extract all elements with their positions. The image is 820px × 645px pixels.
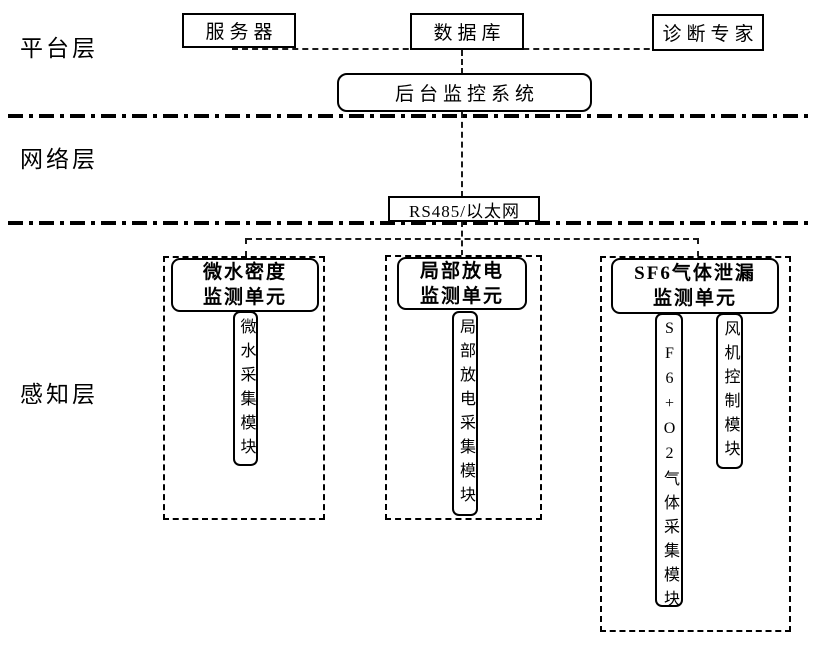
layer-label-platform: 平台层 (20, 36, 98, 61)
monitor-system-box: 后台监控系统 (337, 73, 592, 112)
unit-header-partial-discharge: 局部放电 监测单元 (397, 257, 527, 310)
unit-box-sf6-leak (600, 256, 791, 632)
module-partial-discharge-collect: 局部放电采集模块 (452, 311, 478, 516)
unit-header-partial-discharge-line1: 局部放电 (419, 260, 504, 282)
unit-header-partial-discharge-line2: 监测单元 (419, 285, 504, 307)
unit-header-microwater-line2: 监测单元 (202, 287, 287, 308)
layer-label-perception: 感知层 (20, 382, 98, 407)
module-sf6-o2-gas-collect-label: SF6+O2气体采集模块 (661, 320, 678, 614)
separator-platform-network (8, 114, 812, 118)
database-box: 数据库 (410, 13, 524, 50)
unit-header-microwater-line1: 微水密度 (202, 262, 287, 283)
layer-label-network: 网络层 (20, 147, 98, 172)
diagnosis-expert-box: 诊断专家 (652, 14, 764, 51)
unit-header-microwater: 微水密度 监测单元 (171, 258, 319, 312)
rs485-ethernet-box: RS485/以太网 (388, 196, 540, 222)
unit-header-sf6-leak: SF6气体泄漏 监测单元 (611, 258, 779, 314)
module-fan-control: 风机控制模块 (716, 313, 743, 469)
unit-header-sf6-leak-line2: 监测单元 (652, 288, 737, 309)
branch-drop-right-line (697, 238, 699, 257)
unit-header-sf6-leak-line1: SF6气体泄漏 (634, 263, 756, 284)
separator-network-perception (8, 221, 812, 225)
module-microwater-collect: 微水采集模块 (233, 311, 258, 466)
module-microwater-collect-label: 微水采集模块 (237, 318, 255, 462)
database-to-monitor-line (461, 50, 463, 74)
module-fan-control-label: 风机控制模块 (721, 320, 739, 464)
monitor-to-bus-line (461, 112, 463, 197)
module-sf6-o2-gas-collect: SF6+O2气体采集模块 (655, 313, 683, 614)
units-branch-line (246, 238, 699, 240)
branch-drop-left-line (245, 238, 247, 257)
module-partial-discharge-collect-label: 局部放电采集模块 (457, 318, 474, 510)
server-box: 服务器 (182, 13, 296, 48)
